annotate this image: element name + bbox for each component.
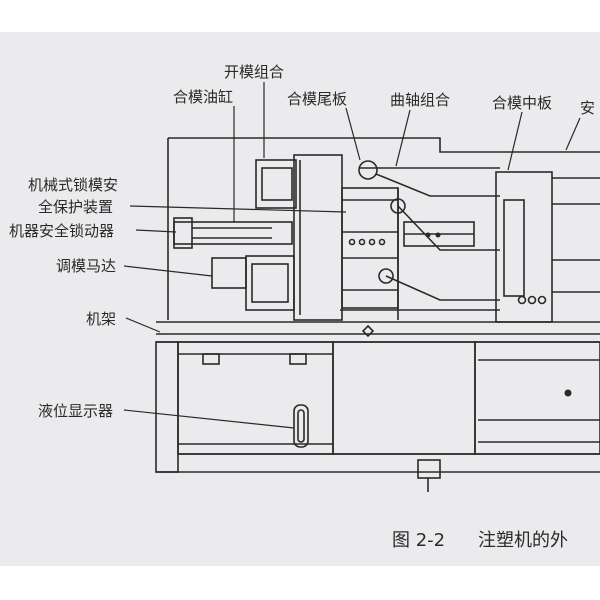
frame-left-cabinet	[155, 341, 179, 473]
clamp-cylinder-block	[255, 159, 297, 209]
top-margin	[0, 0, 600, 32]
label-mech-lock-line1: 机械式锁模安	[28, 176, 119, 194]
bottom-margin	[0, 566, 600, 600]
label-open-mold-group: 开模组合	[224, 63, 285, 81]
leader-crankshaft	[395, 109, 411, 167]
tail-plate	[293, 154, 343, 321]
figure-number: 图 2-2	[392, 530, 446, 551]
label-clamp-cylinder: 合模油缸	[173, 88, 234, 106]
vent-2	[289, 353, 307, 365]
leader-frame	[125, 317, 161, 333]
leader-mech-lock	[129, 205, 347, 213]
leader-level	[123, 409, 295, 429]
level-indicator-slot	[293, 404, 309, 448]
frame-foot	[417, 459, 441, 479]
label-clamp-tail-plate: 合模尾板	[287, 90, 348, 108]
machine-top-outline	[168, 137, 600, 153]
label-machine-safety-lock: 机器安全锁动器	[9, 222, 115, 240]
leader-tail-plate	[345, 107, 361, 161]
leader-middle-plate	[507, 111, 523, 171]
leader-an	[565, 117, 581, 151]
middle-plate	[495, 171, 553, 323]
label-clamp-middle-plate: 合模中板	[492, 94, 553, 112]
label-crankshaft-group: 曲轴组合	[390, 91, 451, 109]
frame-panel-3	[474, 341, 600, 455]
leader-adjust-motor	[123, 265, 213, 277]
frame-panel-2	[332, 341, 476, 455]
diamond-marker	[361, 324, 375, 338]
figure-caption: 注塑机的外	[478, 530, 568, 551]
label-cutoff-an: 安	[580, 99, 596, 117]
crank-pivot-low	[378, 268, 394, 284]
label-mold-adjust-motor: 调模马达	[56, 257, 117, 275]
crank-pivot-top	[358, 160, 378, 180]
leader-safety-lock	[135, 229, 177, 233]
adjust-motor	[211, 257, 247, 289]
label-mech-lock-line2: 全保护装置	[38, 198, 114, 216]
label-level-display: 液位显示器	[38, 402, 114, 420]
panel-dot	[564, 389, 572, 397]
vent-1	[202, 353, 220, 365]
label-frame: 机架	[86, 310, 117, 328]
frame-panel-1	[177, 341, 334, 455]
